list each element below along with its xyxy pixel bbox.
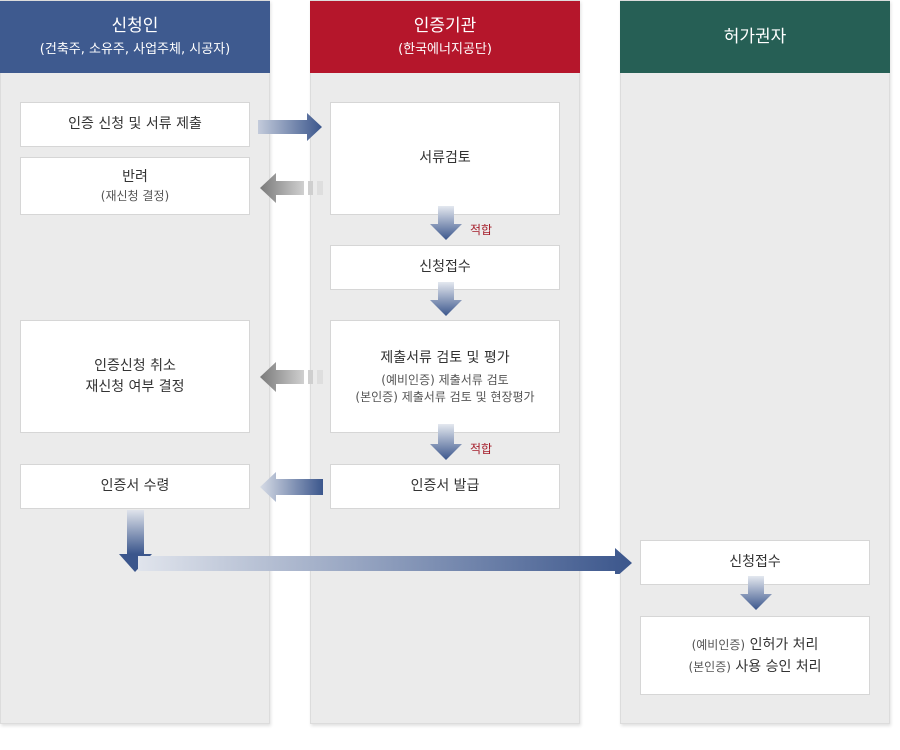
dashed-arrow-left-icon [260,173,324,203]
fit-label-1: 적합 [470,223,493,237]
approval-box: (예비인증) 인허가 처리 (본인증) 사용 승인 처리 [640,616,870,695]
issue-certificate-box: 인증서 발급 [330,464,560,509]
certifier-header: 인증기관 (한국에너지공단) [310,1,580,73]
evaluation-sub-1: (예비인증) 제출서류 검토 [381,373,509,387]
receive-certificate-box: 인증서 수령 [20,464,250,509]
approval-line-2-text: 사용 승인 처리 [735,658,822,675]
rejection-box: 반려 (재신청 결정) [20,157,250,215]
approval-line-1: (예비인증) 인허가 처리 [692,634,819,656]
authority-accept-label: 신청접수 [729,554,781,570]
certifier-subtitle: (한국에너지공단) [398,42,492,57]
authority-title: 허가권자 [723,27,787,47]
arrow-left-icon [260,472,324,502]
applicant-header: 신청인 (건축주, 소유주, 사업주체, 시공자) [0,1,270,73]
rejection-label: 반려 [122,169,148,185]
arrow-down-icon [430,206,462,240]
arrow-down-icon-3 [430,424,462,460]
issue-certificate-label: 인증서 발급 [410,478,480,494]
fit-label-2: 적합 [470,442,493,456]
arrow-down-icon-2 [430,282,462,316]
approval-line-2: (본인증) 사용 승인 처리 [688,656,821,678]
cancel-box: 인증신청 취소 재신청 여부 결정 [20,320,250,433]
document-review-label: 서류검토 [419,150,471,166]
certifier-title: 인증기관 [413,16,477,36]
cancel-label-line2: 재신청 여부 결정 [85,378,185,395]
applicant-subtitle: (건축주, 소유주, 사업주체, 시공자) [39,42,231,57]
certifier-accept-label: 신청접수 [419,259,471,275]
arrow-down-icon-4 [740,576,772,610]
authority-header: 허가권자 [620,1,890,73]
rejection-sub-label: (재신청 결정) [100,189,170,203]
approval-line-1-prefix: (예비인증) [691,637,746,652]
evaluation-sub-2: (본인증) 제출서류 검토 및 현장평가 [355,390,535,404]
arrow-right-icon [258,113,322,141]
submit-application-box: 인증 신청 및 서류 제출 [20,102,250,147]
cancel-label-line1: 인증신청 취소 [94,357,176,374]
approval-line-2-prefix: (본인증) [688,659,731,674]
applicant-title: 신청인 [111,16,159,36]
evaluation-box: 제출서류 검토 및 평가 (예비인증) 제출서류 검토 (본인증) 제출서류 검… [330,320,560,433]
document-review-box: 서류검토 [330,102,560,215]
evaluation-label: 제출서류 검토 및 평가 [380,350,510,366]
receive-certificate-label: 인증서 수령 [100,478,170,494]
submit-application-label: 인증 신청 및 서류 제출 [68,116,202,132]
approval-line-1-text: 인허가 처리 [749,636,819,653]
long-connector-arrow-icon [118,510,633,574]
dashed-arrow-left-icon-2 [260,362,324,392]
